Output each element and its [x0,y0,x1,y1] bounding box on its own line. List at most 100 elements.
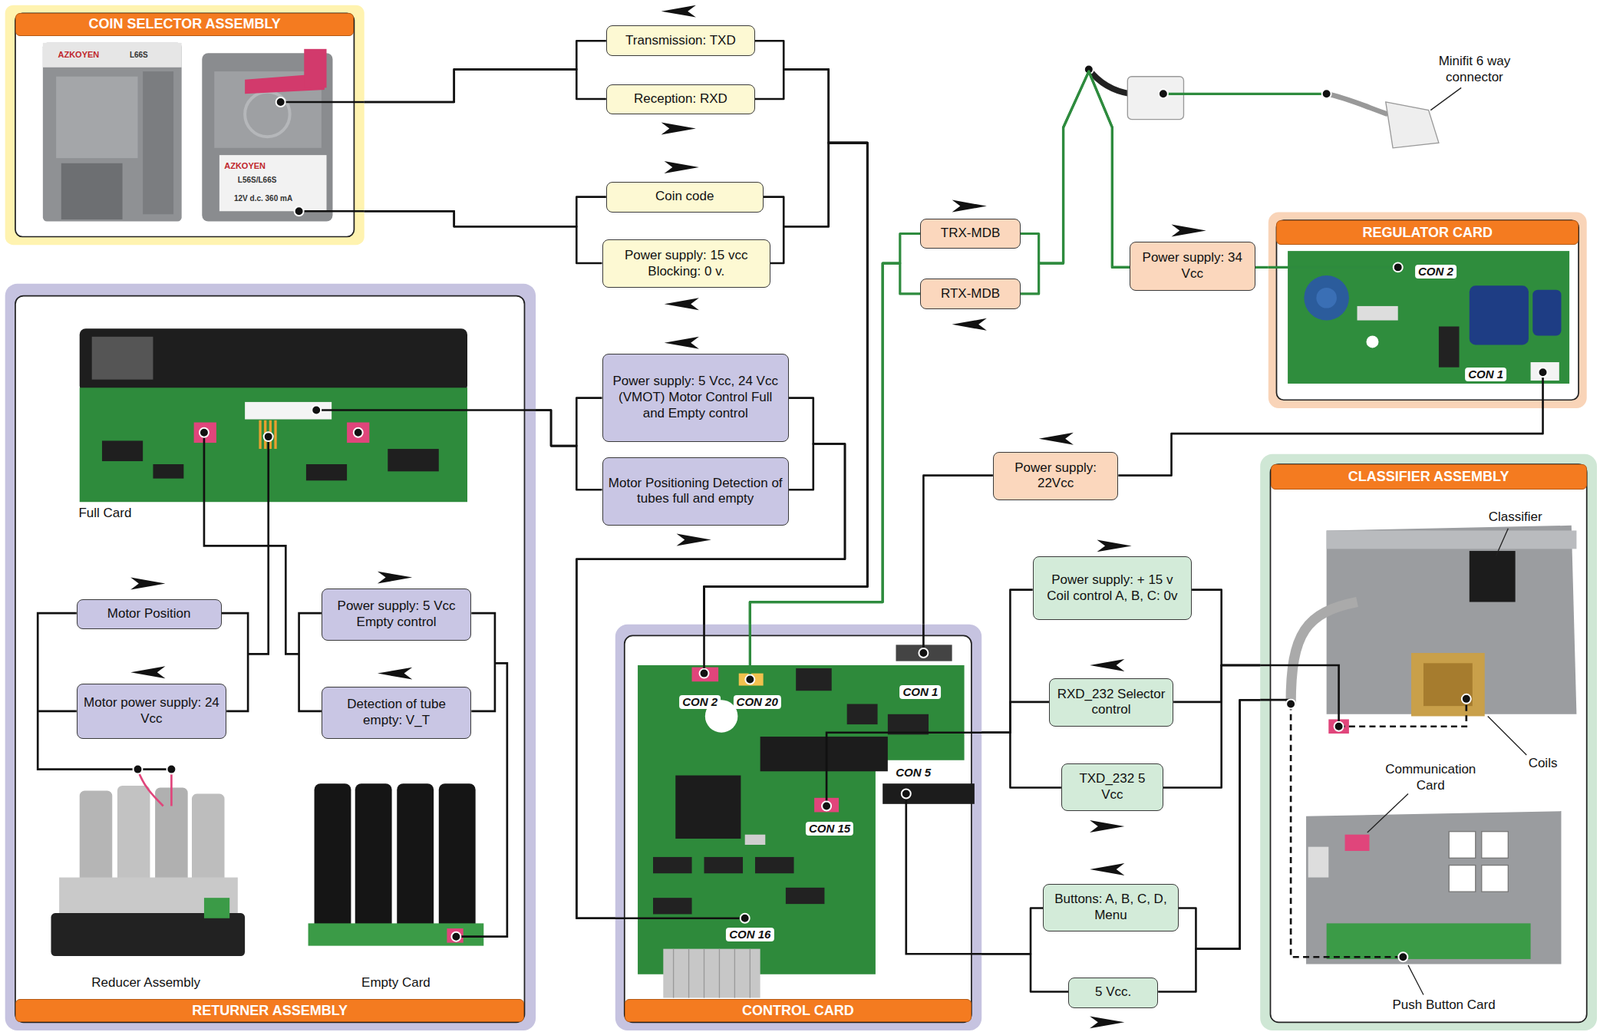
classifier-photo [1290,525,1577,965]
part-label: L56S/L66S [237,175,278,185]
empty-card-photo [438,783,476,932]
reducer-assembly-photo [191,794,225,888]
full-card-photo [102,440,143,462]
flow-arrow [130,577,165,591]
reducer-assembly-photo [138,769,172,807]
connector [981,953,1069,992]
minifit-connector-photo [1385,102,1439,149]
wire [204,432,508,937]
classifier-photo [1448,865,1476,893]
connector [576,398,845,919]
flow-arrow [1089,659,1125,672]
signal-box: Power supply: 22Vcc [992,451,1119,500]
dashed-cable [1290,699,1467,957]
regulator-card-photo [1469,285,1529,345]
box-text: Power supply: 34 Vcc [1135,250,1250,282]
control-card-photo [738,673,764,687]
panel-ground [615,624,982,1031]
full-card-photo [244,402,332,420]
box-text: Reception: RXD [633,91,728,108]
regulator-card-photo [1438,326,1460,368]
coin-selector-photo [42,42,182,68]
panel-heading-bar: CLASSIFIER ASSEMBLY [1270,464,1587,490]
connector [923,475,993,625]
control-card-photo [785,887,825,904]
panel-ground [5,283,536,1031]
coin-selector-photo [42,42,334,222]
connector [1191,590,1261,666]
connector [576,443,845,918]
panel-heading: COIN SELECTOR ASSEMBLY [88,16,281,33]
signal-box: TXD_232 5 Vcc [1061,763,1164,812]
flow-arrow [664,161,700,174]
part-label: 12V d.c. 360 mA [234,194,293,204]
connection-dot [745,675,755,685]
panel-ground [1268,212,1587,409]
connection-dot [294,206,304,216]
classifier-photo [1326,525,1577,715]
reducer-assembly-photo [204,897,230,919]
signal-box: Detection of tube empty: V_T [321,686,472,739]
control-card-photo [745,834,766,845]
connector [704,40,868,625]
flow-arrow [1089,863,1125,876]
minifit-connector-photo [1088,69,1439,148]
coin-selector-photo [244,92,291,138]
part-label: L66S [129,50,149,60]
regulator-card-photo [1287,250,1570,384]
control-card-photo [882,783,975,805]
dashed-cable [1290,699,1467,957]
connector-label: CON 16 [725,927,774,942]
full-card-photo [387,448,439,472]
part-label: AZKOYEN [57,49,99,60]
panel-ground [1270,464,1587,1023]
box-text: Power supply: 22Vcc [999,460,1113,492]
part-label: Push Button Card [1392,997,1495,1013]
connector-label: CON 2 [679,695,721,710]
flow-arrow [1089,820,1125,833]
wire [280,102,536,411]
connection-dot [1398,952,1408,962]
classifier-photo [1411,653,1485,716]
part-label: Classifier [1488,509,1543,525]
panel-heading: CONTROL CARD [742,1002,855,1020]
panel-ground [1276,220,1579,400]
connector-label: CON 5 [892,765,934,780]
control-card-photo [675,775,741,839]
minifit-connector-photo [1088,69,1132,94]
panel-ground [5,5,1597,1031]
flow-arrow [664,297,700,311]
connector-label: CON 15 [805,821,854,836]
connection-dot [166,765,176,775]
flow-arrow [1089,1016,1125,1029]
connector [704,69,868,624]
control-card-photo [692,667,720,683]
classifier-photo [1481,865,1509,893]
connection-dot [1286,699,1296,710]
connector [981,702,1050,733]
signal-box: 5 Vcc. [1068,977,1158,1009]
connection-dot [353,428,363,438]
classifier-photo [1308,847,1330,878]
coin-selector-photo [219,155,327,212]
full-card-photo [152,464,184,479]
flow-arrow [952,200,987,213]
signal-box: RXD_232 Selector control [1049,678,1174,726]
control-card-photo [847,703,878,725]
box-text: Motor power supply: 24 Vcc [82,695,221,727]
part-label: Full Card [78,505,132,522]
minifit-connector-photo [1326,93,1389,115]
control-card-photo [653,857,693,874]
connection-dot [1538,367,1548,377]
connector [981,590,1033,733]
control-card-photo [795,668,832,691]
box-text: RTX-MDB [940,286,1000,303]
connection-dot [699,669,710,679]
assembly-panel: CLASSIFIER ASSEMBLY [1260,454,1597,1031]
regulator-card-photo [1365,335,1379,348]
signal-box: Motor power supply: 24 Vcc [76,683,227,739]
full-card-photo [79,328,468,392]
signal-box: Power supply: 15 vcc Blocking: 0 v. [602,239,771,288]
